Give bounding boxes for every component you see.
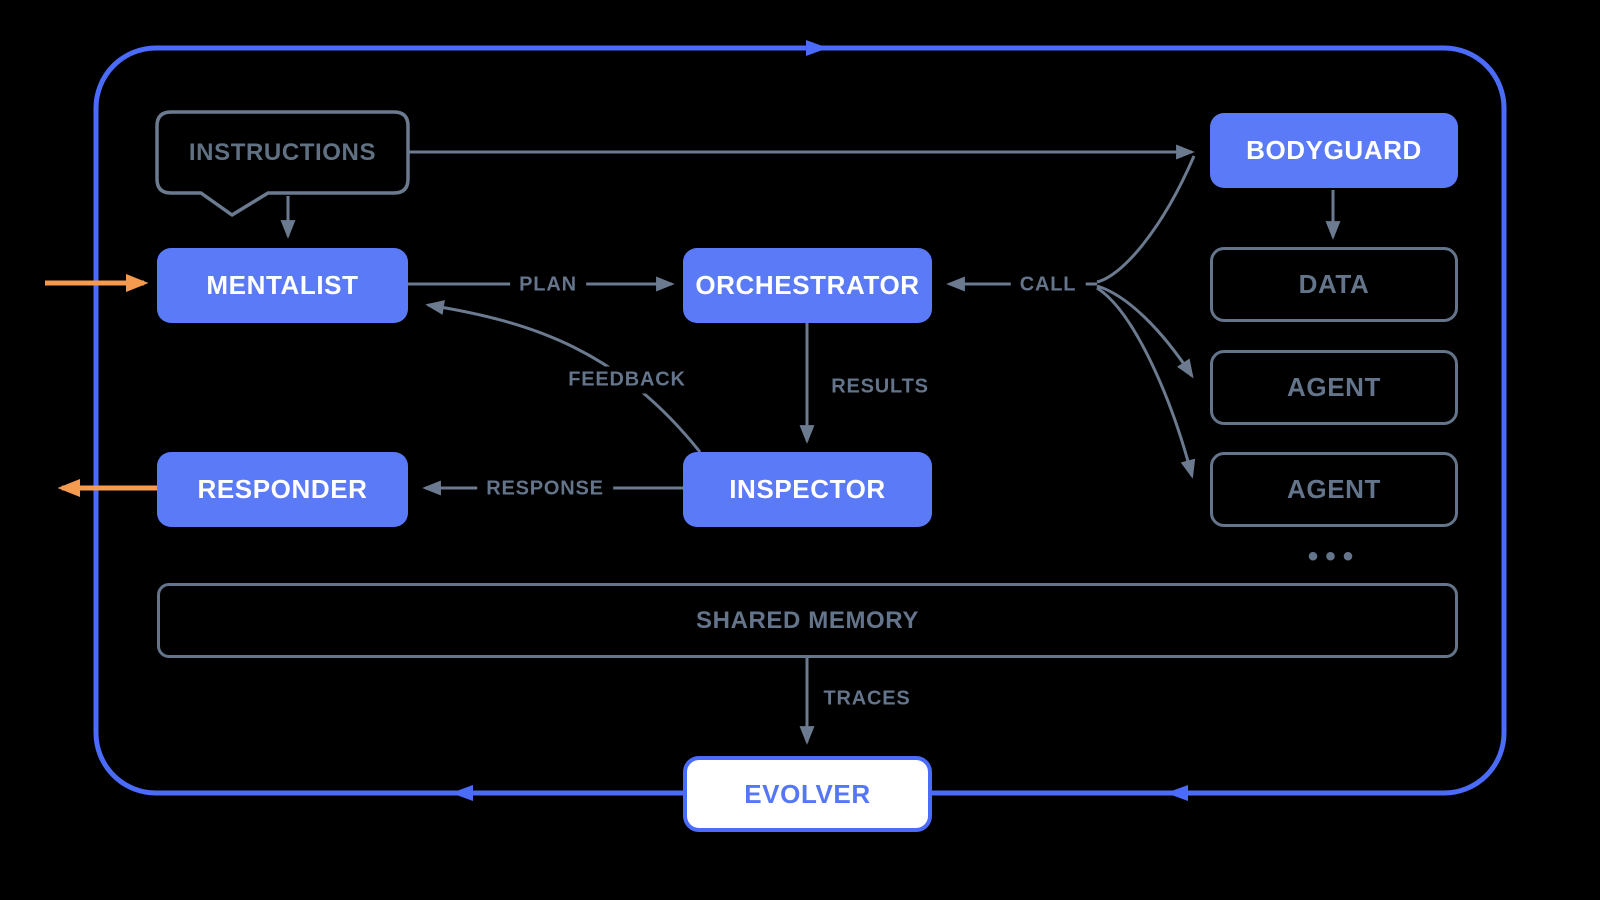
responder-label: RESPONDER bbox=[197, 474, 368, 504]
node-agent-top: AGENT bbox=[1210, 350, 1458, 425]
inspector-label: INSPECTOR bbox=[729, 474, 886, 504]
more-agents-ellipsis: ••• bbox=[1307, 540, 1361, 573]
node-mentalist: MENTALIST bbox=[157, 248, 408, 323]
node-evolver: EVOLVER bbox=[683, 756, 932, 832]
mentalist-label: MENTALIST bbox=[206, 270, 359, 300]
node-agent-bottom: AGENT bbox=[1210, 452, 1458, 527]
edge-call-to-agent-top-curve bbox=[1096, 284, 1194, 379]
edge-label-plan: PLAN bbox=[510, 271, 586, 299]
edge-label-call: CALL bbox=[1010, 271, 1086, 299]
evolver-label: EVOLVER bbox=[744, 778, 871, 809]
node-bodyguard: BODYGUARD bbox=[1210, 113, 1458, 188]
instructions-bubble-outline bbox=[155, 110, 410, 217]
edge-label-response: RESPONSE bbox=[477, 475, 613, 503]
edge-label-results: RESULTS bbox=[822, 373, 938, 401]
node-shared-memory: SHARED MEMORY bbox=[157, 583, 1458, 658]
shared-memory-label: SHARED MEMORY bbox=[696, 606, 919, 634]
edge-label-traces: TRACES bbox=[814, 685, 920, 713]
edge-call-to-agent-bottom-curve bbox=[1096, 286, 1196, 479]
node-responder: RESPONDER bbox=[157, 452, 408, 527]
edge-call-to-bodyguard-curve bbox=[1096, 155, 1196, 284]
edge-label-feedback: FEEDBACK bbox=[559, 366, 695, 394]
edge-feedback-curve bbox=[425, 300, 702, 453]
agent-bottom-label: AGENT bbox=[1287, 474, 1381, 504]
bodyguard-label: BODYGUARD bbox=[1246, 135, 1422, 165]
node-data: DATA bbox=[1210, 247, 1458, 322]
loop-arrow-top-right-icon bbox=[806, 40, 828, 56]
data-label: DATA bbox=[1298, 269, 1370, 299]
node-instructions: INSTRUCTIONS bbox=[157, 112, 408, 193]
loop-arrow-bottom-left-icon bbox=[451, 785, 473, 801]
orchestrator-label: ORCHESTRATOR bbox=[695, 270, 920, 300]
agent-top-label: AGENT bbox=[1287, 372, 1381, 402]
node-inspector: INSPECTOR bbox=[683, 452, 932, 527]
instructions-label: INSTRUCTIONS bbox=[188, 138, 377, 166]
node-orchestrator: ORCHESTRATOR bbox=[683, 248, 932, 323]
loop-arrow-bottom-right-icon bbox=[1166, 785, 1188, 801]
